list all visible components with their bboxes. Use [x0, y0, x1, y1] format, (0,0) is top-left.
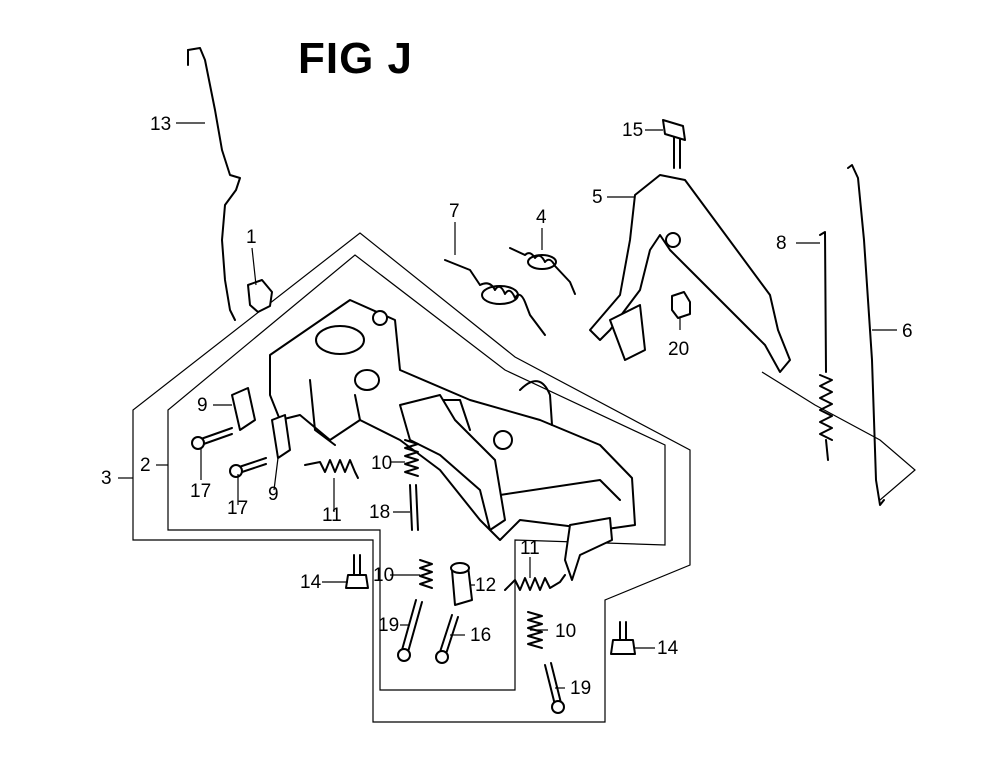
- lever-part-5-tab: [609, 304, 646, 361]
- clip-part-9-lower: [271, 414, 291, 459]
- callout-4: 4: [536, 207, 547, 228]
- callout-20: 20: [668, 339, 689, 360]
- assembly-outline-right: [761, 371, 916, 501]
- callout-labels: 13 1 2 3 4 5 6 7 8 9 9 10 10 10 11 11 12…: [101, 114, 913, 699]
- clip-part-9-upper: [231, 387, 256, 431]
- callout-13: 13: [150, 114, 171, 135]
- callout-10-upper: 10: [371, 453, 392, 474]
- spring-part-7: [444, 259, 546, 336]
- rod-part-8: [819, 231, 829, 461]
- callout-11-right: 11: [520, 538, 540, 559]
- callout-16: 16: [470, 625, 491, 646]
- spring-part-11-right: [504, 574, 566, 591]
- spring-part-8: [819, 374, 833, 441]
- spring-part-7-coil: [481, 285, 519, 305]
- callout-14-right: 14: [657, 638, 679, 659]
- callout-19-right: 19: [570, 678, 591, 699]
- callout-10-middle: 10: [373, 565, 394, 586]
- screw-part-17-upper-head: [191, 436, 205, 450]
- plate-wire: [519, 380, 553, 426]
- screw-part-19-right: [544, 662, 562, 706]
- sleeve-part-12-end: [450, 562, 470, 574]
- callout-11-left: 11: [322, 505, 342, 526]
- clip-part-1: [247, 279, 273, 313]
- bolt-part-14-left-head: [345, 574, 369, 589]
- leader-lines: [118, 122, 897, 689]
- screw-part-19-right-head: [551, 700, 565, 714]
- callout-15: 15: [622, 120, 643, 141]
- callout-8: 8: [776, 233, 787, 254]
- callout-14-left: 14: [300, 572, 322, 593]
- callout-2: 2: [140, 455, 151, 476]
- callout-3: 3: [101, 468, 112, 489]
- bolt-part-14-right-head: [610, 639, 636, 655]
- assembly-outline-2: [167, 254, 666, 691]
- right-tab: [564, 517, 613, 581]
- callout-7: 7: [449, 201, 460, 222]
- screw-part-16-head: [435, 650, 449, 664]
- rod-part-13: [187, 47, 241, 321]
- screw-part-19-left-head: [397, 648, 411, 662]
- callout-9-lower: 9: [268, 484, 279, 505]
- callout-17-lower: 17: [227, 498, 248, 519]
- spring-part-10-middle: [419, 559, 433, 589]
- callout-18: 18: [369, 502, 390, 523]
- spring-part-4: [509, 247, 576, 295]
- plate-screw: [372, 310, 388, 326]
- lever-arm: [399, 394, 506, 531]
- callout-6: 6: [902, 321, 913, 342]
- pivot-boss: [315, 325, 365, 355]
- bolt-part-14-right: [619, 621, 627, 641]
- lever-part-5: [589, 174, 791, 373]
- screw-part-17-lower-head: [229, 464, 243, 478]
- screw-part-19-left: [401, 599, 423, 653]
- callout-19-left: 19: [378, 615, 399, 636]
- callout-9-upper: 9: [197, 395, 208, 416]
- bolt-part-14-left: [353, 554, 361, 576]
- callout-17-upper: 17: [190, 481, 211, 502]
- spring-part-4-coil: [527, 254, 557, 270]
- pin-part-15-shaft: [673, 136, 681, 169]
- callout-1: 1: [246, 227, 257, 248]
- callout-5: 5: [592, 187, 603, 208]
- nut-part-20: [671, 291, 691, 319]
- spring-part-10-upper: [404, 439, 419, 477]
- pin-part-15: [662, 119, 686, 141]
- pivot-hole: [354, 369, 380, 391]
- spring-part-11-left: [304, 459, 359, 479]
- lever-part-5-pivot: [665, 232, 681, 248]
- assembly-outline-3: [132, 232, 691, 723]
- figure-title: FIG J: [298, 34, 414, 83]
- rod-part-6: [847, 164, 885, 506]
- callout-12: 12: [475, 575, 496, 596]
- plate-hole: [493, 430, 513, 450]
- screw-part-18: [409, 484, 419, 531]
- plate-flange: [309, 379, 621, 501]
- callout-10-lower: 10: [555, 621, 576, 642]
